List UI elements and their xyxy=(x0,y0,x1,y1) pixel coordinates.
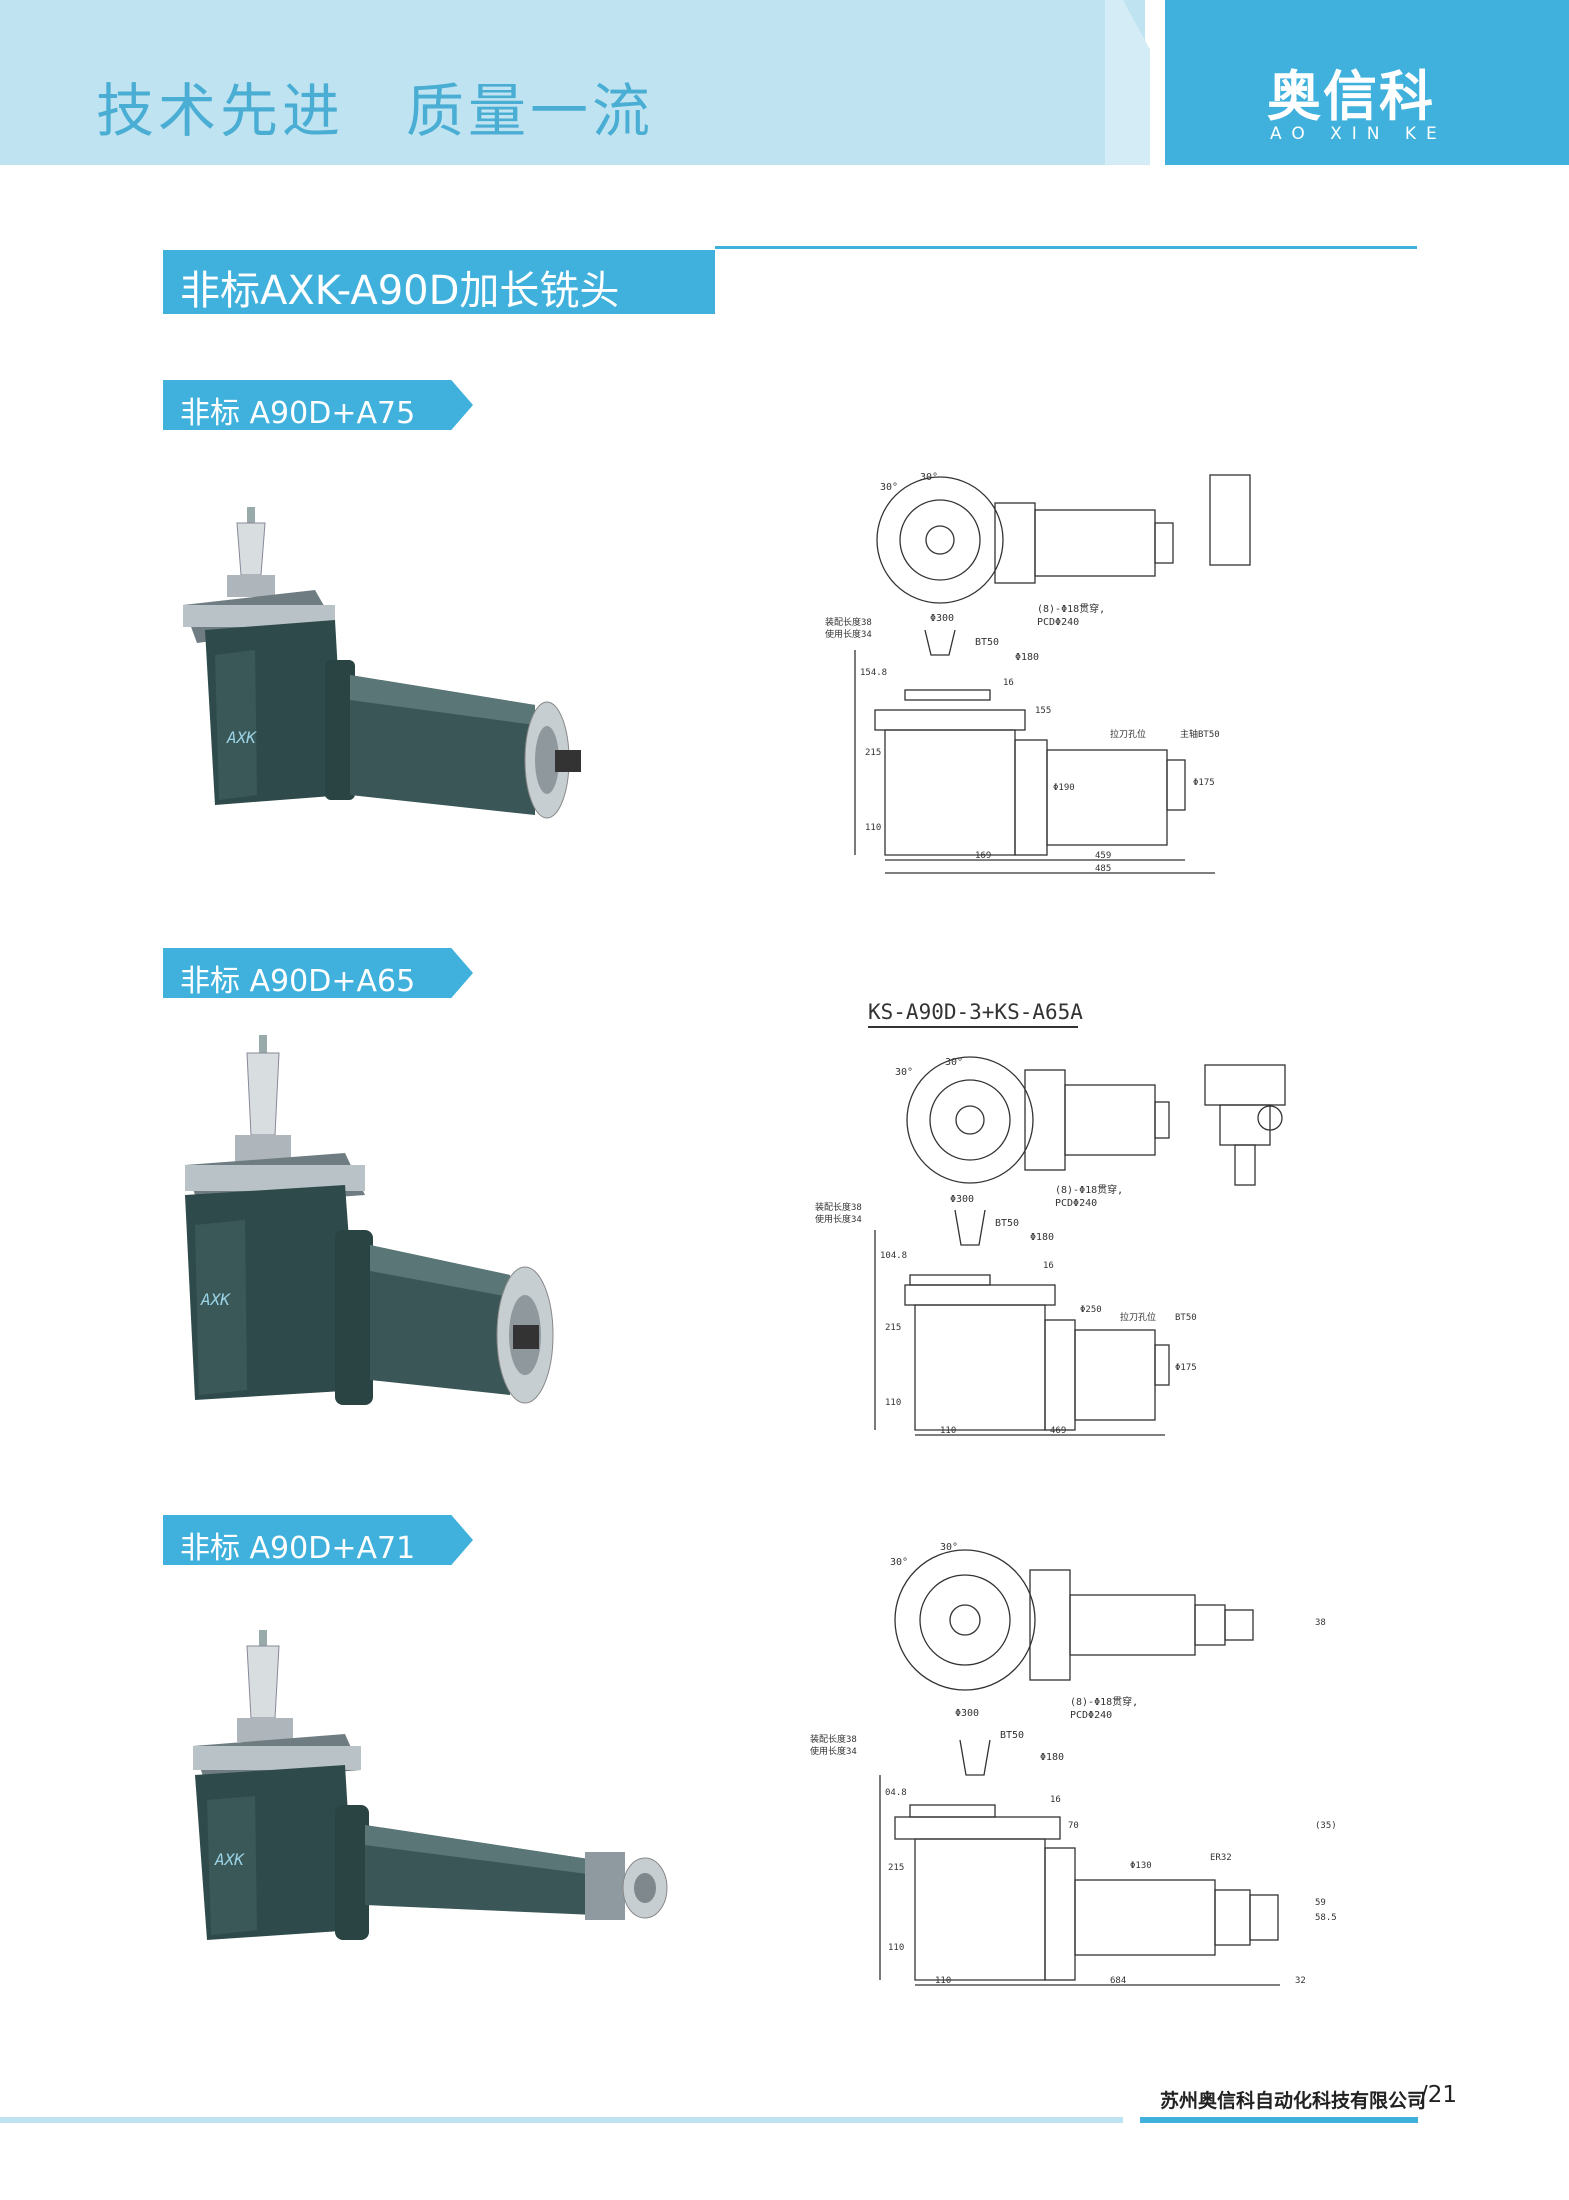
svg-text:(8)-Φ18贯穿,: (8)-Φ18贯穿, xyxy=(1070,1695,1138,1708)
svg-text:16: 16 xyxy=(1043,1261,1054,1271)
technical-drawing-1: 30° 30° (8)-Φ18贯穿, PCDΦ240 BT50 Φ300 Φ18… xyxy=(825,472,1251,874)
svg-text:PCDΦ240: PCDΦ240 xyxy=(1070,1710,1112,1721)
product-photo-2: AXK xyxy=(185,1035,554,1405)
svg-text:110: 110 xyxy=(935,1976,951,1986)
svg-text:Φ180: Φ180 xyxy=(1040,1752,1064,1763)
header-slogan: 技术先进 质量一流 xyxy=(96,77,655,145)
main-title-box xyxy=(163,250,715,314)
svg-text:装配长度38: 装配长度38 xyxy=(825,616,872,628)
svg-text:30°: 30° xyxy=(890,1557,908,1568)
svg-text:684: 684 xyxy=(1110,1976,1126,1986)
svg-text:70: 70 xyxy=(1068,1821,1079,1831)
technical-drawing-3: 30° 30° (8)-Φ18贯穿, PCDΦ240 BT50 Φ300 Φ18… xyxy=(810,1542,1337,1986)
product-brand-3: AXK xyxy=(214,1850,245,1869)
svg-text:主轴BT50: 主轴BT50 xyxy=(1180,728,1220,740)
svg-text:215: 215 xyxy=(888,1863,904,1873)
svg-text:Φ180: Φ180 xyxy=(1030,1232,1054,1243)
svg-text:104.8: 104.8 xyxy=(880,1251,907,1261)
section-label-box-1 xyxy=(163,380,473,430)
section-label-3: 非标 A90D+A71 xyxy=(180,1531,416,1566)
svg-text:Φ300: Φ300 xyxy=(950,1194,974,1205)
svg-text:PCDΦ240: PCDΦ240 xyxy=(1037,617,1079,628)
svg-text:110: 110 xyxy=(885,1398,901,1408)
model-code: KS-A90D-3+KS-A65A xyxy=(868,1000,1083,1024)
logo-text-cn: 奥信科 xyxy=(1267,65,1435,128)
section-label-1: 非标 A90D+A75 xyxy=(180,396,416,431)
svg-text:(8)-Φ18贯穿,: (8)-Φ18贯穿, xyxy=(1055,1183,1123,1196)
product-photo-3: AXK xyxy=(193,1630,668,1940)
svg-text:32: 32 xyxy=(1295,1976,1306,1986)
svg-text:469: 469 xyxy=(1050,1426,1066,1436)
svg-text:装配长度38: 装配长度38 xyxy=(810,1733,857,1745)
svg-text:04.8: 04.8 xyxy=(885,1788,907,1798)
svg-text:169: 169 xyxy=(975,851,991,861)
svg-text:30°: 30° xyxy=(920,472,938,483)
title-rule xyxy=(715,246,1417,249)
svg-text:30°: 30° xyxy=(880,482,898,493)
svg-text:215: 215 xyxy=(885,1323,901,1333)
svg-text:ER32: ER32 xyxy=(1210,1853,1232,1863)
svg-text:BT50: BT50 xyxy=(1175,1313,1197,1323)
svg-text:58.5: 58.5 xyxy=(1315,1913,1337,1923)
svg-text:PCDΦ240: PCDΦ240 xyxy=(1055,1198,1097,1209)
svg-text:155: 155 xyxy=(1035,706,1051,716)
svg-text:拉刀孔位: 拉刀孔位 xyxy=(1120,1311,1156,1323)
svg-text:215: 215 xyxy=(865,748,881,758)
footer-rule-right xyxy=(1140,2117,1418,2123)
svg-text:Φ175: Φ175 xyxy=(1193,778,1215,788)
svg-text:Φ300: Φ300 xyxy=(930,613,954,624)
main-title: 非标AXK-A90D加长铣头 xyxy=(180,268,620,314)
svg-text:(35): (35) xyxy=(1315,1821,1337,1831)
svg-text:110: 110 xyxy=(940,1426,956,1436)
footer-company-name: 苏州奥信科自动化科技有限公司 xyxy=(1160,2090,1427,2112)
header-band xyxy=(0,0,1145,165)
svg-text:110: 110 xyxy=(888,1943,904,1953)
product-brand-1: AXK xyxy=(226,728,257,747)
svg-text:使用长度34: 使用长度34 xyxy=(810,1745,857,1757)
section-label-2: 非标 A90D+A65 xyxy=(180,964,416,999)
svg-text:110: 110 xyxy=(865,823,881,833)
svg-text:59: 59 xyxy=(1315,1898,1326,1908)
svg-text:使用长度34: 使用长度34 xyxy=(825,628,872,640)
svg-text:BT50: BT50 xyxy=(1000,1730,1024,1741)
svg-text:30°: 30° xyxy=(940,1542,958,1553)
model-code-rule xyxy=(868,1026,1078,1028)
svg-text:16: 16 xyxy=(1050,1795,1061,1805)
svg-text:Φ190: Φ190 xyxy=(1053,783,1075,793)
svg-text:Φ175: Φ175 xyxy=(1175,1363,1197,1373)
logo-box xyxy=(1165,0,1569,165)
svg-text:使用长度34: 使用长度34 xyxy=(815,1213,862,1225)
logo-text-en: AO XIN KE xyxy=(1270,124,1447,144)
svg-text:459: 459 xyxy=(1095,851,1111,861)
svg-text:Φ180: Φ180 xyxy=(1015,652,1039,663)
svg-text:Φ250: Φ250 xyxy=(1080,1305,1102,1315)
svg-text:Φ130: Φ130 xyxy=(1130,1861,1152,1871)
section-label-box-2 xyxy=(163,948,473,998)
svg-text:38: 38 xyxy=(1315,1618,1326,1628)
svg-text:Φ300: Φ300 xyxy=(955,1708,979,1719)
svg-text:拉刀孔位: 拉刀孔位 xyxy=(1110,728,1146,740)
svg-text:30°: 30° xyxy=(895,1067,913,1078)
svg-text:装配长度38: 装配长度38 xyxy=(815,1201,862,1213)
footer-rule-left xyxy=(0,2117,1123,2123)
section-label-box-3 xyxy=(163,1515,473,1565)
product-brand-2: AXK xyxy=(200,1290,231,1309)
page-number: /21 xyxy=(1420,2082,1458,2108)
technical-drawing-2: 30° 30° (8)-Φ18贯穿, PCDΦ240 BT50 Φ300 Φ18… xyxy=(815,1056,1286,1436)
svg-text:485: 485 xyxy=(1095,864,1111,874)
product-photo-1: AXK xyxy=(183,507,581,819)
svg-text:16: 16 xyxy=(1003,678,1014,688)
svg-text:BT50: BT50 xyxy=(995,1218,1019,1229)
svg-text:BT50: BT50 xyxy=(975,637,999,648)
svg-text:30°: 30° xyxy=(945,1057,963,1068)
svg-text:154.8: 154.8 xyxy=(860,668,887,678)
svg-text:(8)-Φ18贯穿,: (8)-Φ18贯穿, xyxy=(1037,602,1105,615)
